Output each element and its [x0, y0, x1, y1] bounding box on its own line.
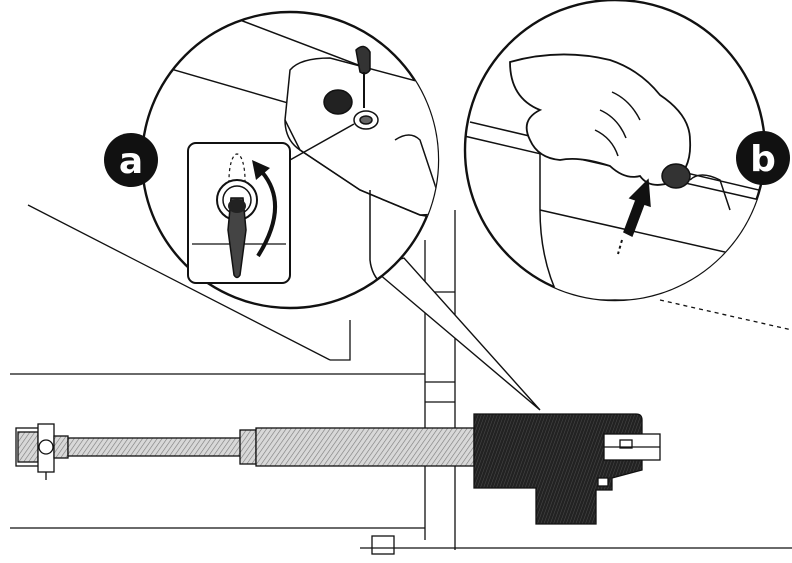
actuator-tube	[255, 427, 475, 467]
step-label-a: a	[119, 141, 143, 182]
inset-rotate-lever	[187, 142, 291, 284]
finger-line	[594, 129, 619, 157]
finger-line	[611, 91, 641, 121]
front-bracket-face	[17, 431, 39, 463]
rotate-arrow-head-icon	[252, 160, 270, 180]
motor-body-curve	[689, 174, 731, 211]
finger-line	[599, 109, 627, 139]
step-badge-a: a	[104, 133, 158, 187]
release-key	[355, 45, 371, 75]
detail-circle-b	[463, 0, 767, 302]
post-foot	[371, 535, 395, 555]
step-label-b: b	[750, 139, 776, 180]
motor-body	[539, 149, 761, 300]
hand-illustration	[509, 53, 692, 186]
release-knob	[661, 163, 691, 189]
step-badge-b: b	[736, 131, 790, 185]
gate-corner-line	[330, 320, 351, 361]
rod-collar	[239, 429, 257, 465]
clevis-bolt	[38, 439, 54, 455]
rear-screw	[597, 477, 609, 487]
housing-curve	[394, 134, 438, 201]
housing-seam	[284, 119, 438, 216]
lock-seat	[323, 89, 353, 115]
release-lever	[227, 197, 247, 279]
inset-leader-line	[289, 123, 355, 161]
threshold-dashed-line	[659, 299, 792, 331]
rotate-arrow-icon	[256, 170, 277, 258]
actuator-arm	[15, 413, 661, 525]
lever-hub	[228, 199, 246, 213]
pull-up-arrow-icon	[623, 178, 651, 238]
lever-start-position	[228, 153, 246, 207]
piston-rod	[67, 437, 243, 457]
lock-keyway	[359, 115, 373, 125]
detail-circle-a	[140, 10, 440, 310]
motor-housing	[473, 413, 643, 525]
callout-pointer	[370, 257, 541, 411]
rod-end	[53, 435, 69, 459]
gate-edge-line	[27, 204, 331, 361]
rear-slot	[619, 439, 633, 449]
motor-body-seam	[539, 209, 761, 261]
